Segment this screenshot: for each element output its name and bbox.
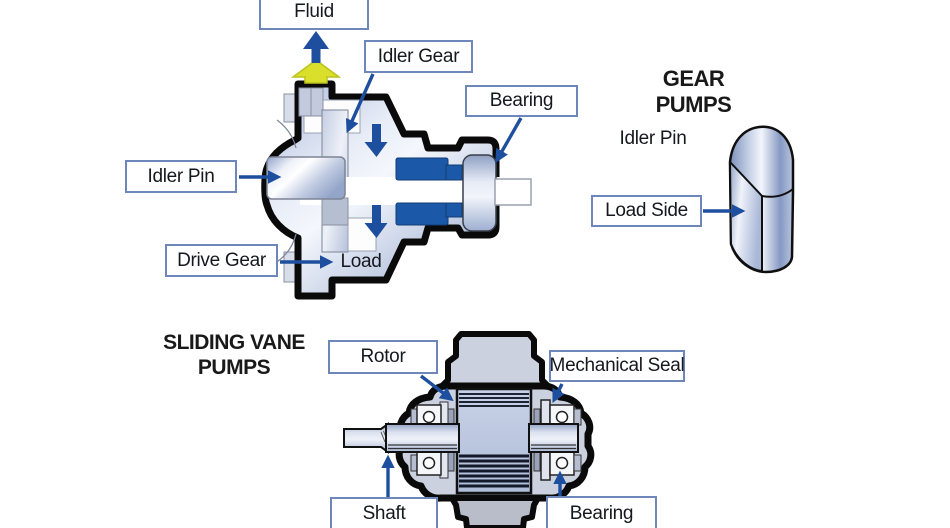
ball-bearing (422, 456, 436, 470)
idler-pin-figure (728, 125, 795, 274)
load-text: Load (340, 251, 382, 272)
shaft-lines (388, 444, 457, 450)
bearing-step (573, 408, 582, 426)
gear-pumps-title: GEAR PUMPS (655, 66, 732, 117)
mechanical-seal-leader-arrow (552, 383, 565, 404)
sliding-vane-pumps-title: SLIDING VANE PUMPS (163, 331, 305, 380)
casting-line (276, 119, 297, 263)
label-bearing: Bearing (465, 85, 578, 117)
drive-gear-block (321, 197, 349, 226)
label-fluid: Fluid (259, 0, 369, 30)
seal-step (445, 202, 463, 218)
shaft-right (528, 423, 579, 453)
outlet-arrow-icon (290, 59, 342, 84)
label-bearing-text: Bearing (489, 90, 554, 111)
pin-cap-edge (761, 188, 794, 198)
label-load-side-text: Load Side (605, 200, 688, 221)
bearing-leader-arrow (495, 117, 523, 163)
label-idler-gear: Idler Gear (364, 40, 473, 73)
flow-down-arrow-icon (364, 205, 388, 238)
sliding-vane-pump-diagram (343, 331, 595, 528)
seal-block (395, 157, 449, 181)
shaft-end (343, 422, 389, 454)
flow-down-arrow-icon (364, 124, 388, 157)
rotor-top-vanes (459, 393, 529, 407)
label-shaft: Shaft (330, 497, 438, 528)
label-fluid-text: Fluid (294, 1, 334, 22)
label-bearing-bottom: Bearing (546, 496, 657, 528)
vane-pump-top-cap (439, 331, 551, 389)
seal-block (395, 202, 449, 226)
label-shaft-text: Shaft (362, 503, 406, 524)
bearing-step (573, 454, 582, 472)
idler-gear-leader-arrow (345, 73, 375, 134)
idler-pin-caption: Idler Pin (619, 128, 687, 149)
shaft-left (385, 423, 460, 453)
label-idler-pin-text: Idler Pin (147, 165, 215, 187)
label-bearing-bottom-text: Bearing (569, 502, 634, 524)
label-rotor-text: Rotor (360, 346, 406, 367)
label-mechanical-seal-text: Mechanical Seal (549, 355, 685, 376)
bearing-cylinder (462, 154, 497, 232)
label-drive-gear-text: Drive Gear (177, 249, 266, 271)
ball-bearing (422, 410, 436, 424)
ball-bearing (555, 410, 569, 424)
label-mechanical-seal: Mechanical Seal (549, 350, 685, 382)
rotor-leader-arrow (419, 374, 454, 402)
label-load-side: Load Side (591, 195, 702, 227)
lower-cavity (347, 217, 377, 252)
gear-pump-diagram (261, 31, 532, 300)
idler-pin-hub (266, 156, 346, 200)
rotor-bottom-vanes (459, 454, 529, 488)
vane-pump-bottom-cap (449, 495, 541, 528)
shaft-stub (494, 178, 532, 206)
seal-step (445, 164, 463, 181)
ball-bearing (555, 456, 569, 470)
label-drive-gear: Drive Gear (165, 244, 278, 277)
label-rotor: Rotor (328, 340, 438, 374)
shaft-lines (531, 444, 576, 450)
fluid-up-arrow-icon (303, 31, 329, 63)
label-idler-gear-text: Idler Gear (377, 45, 460, 67)
label-idler-pin: Idler Pin (125, 160, 237, 193)
pin-flat-face (728, 159, 763, 273)
